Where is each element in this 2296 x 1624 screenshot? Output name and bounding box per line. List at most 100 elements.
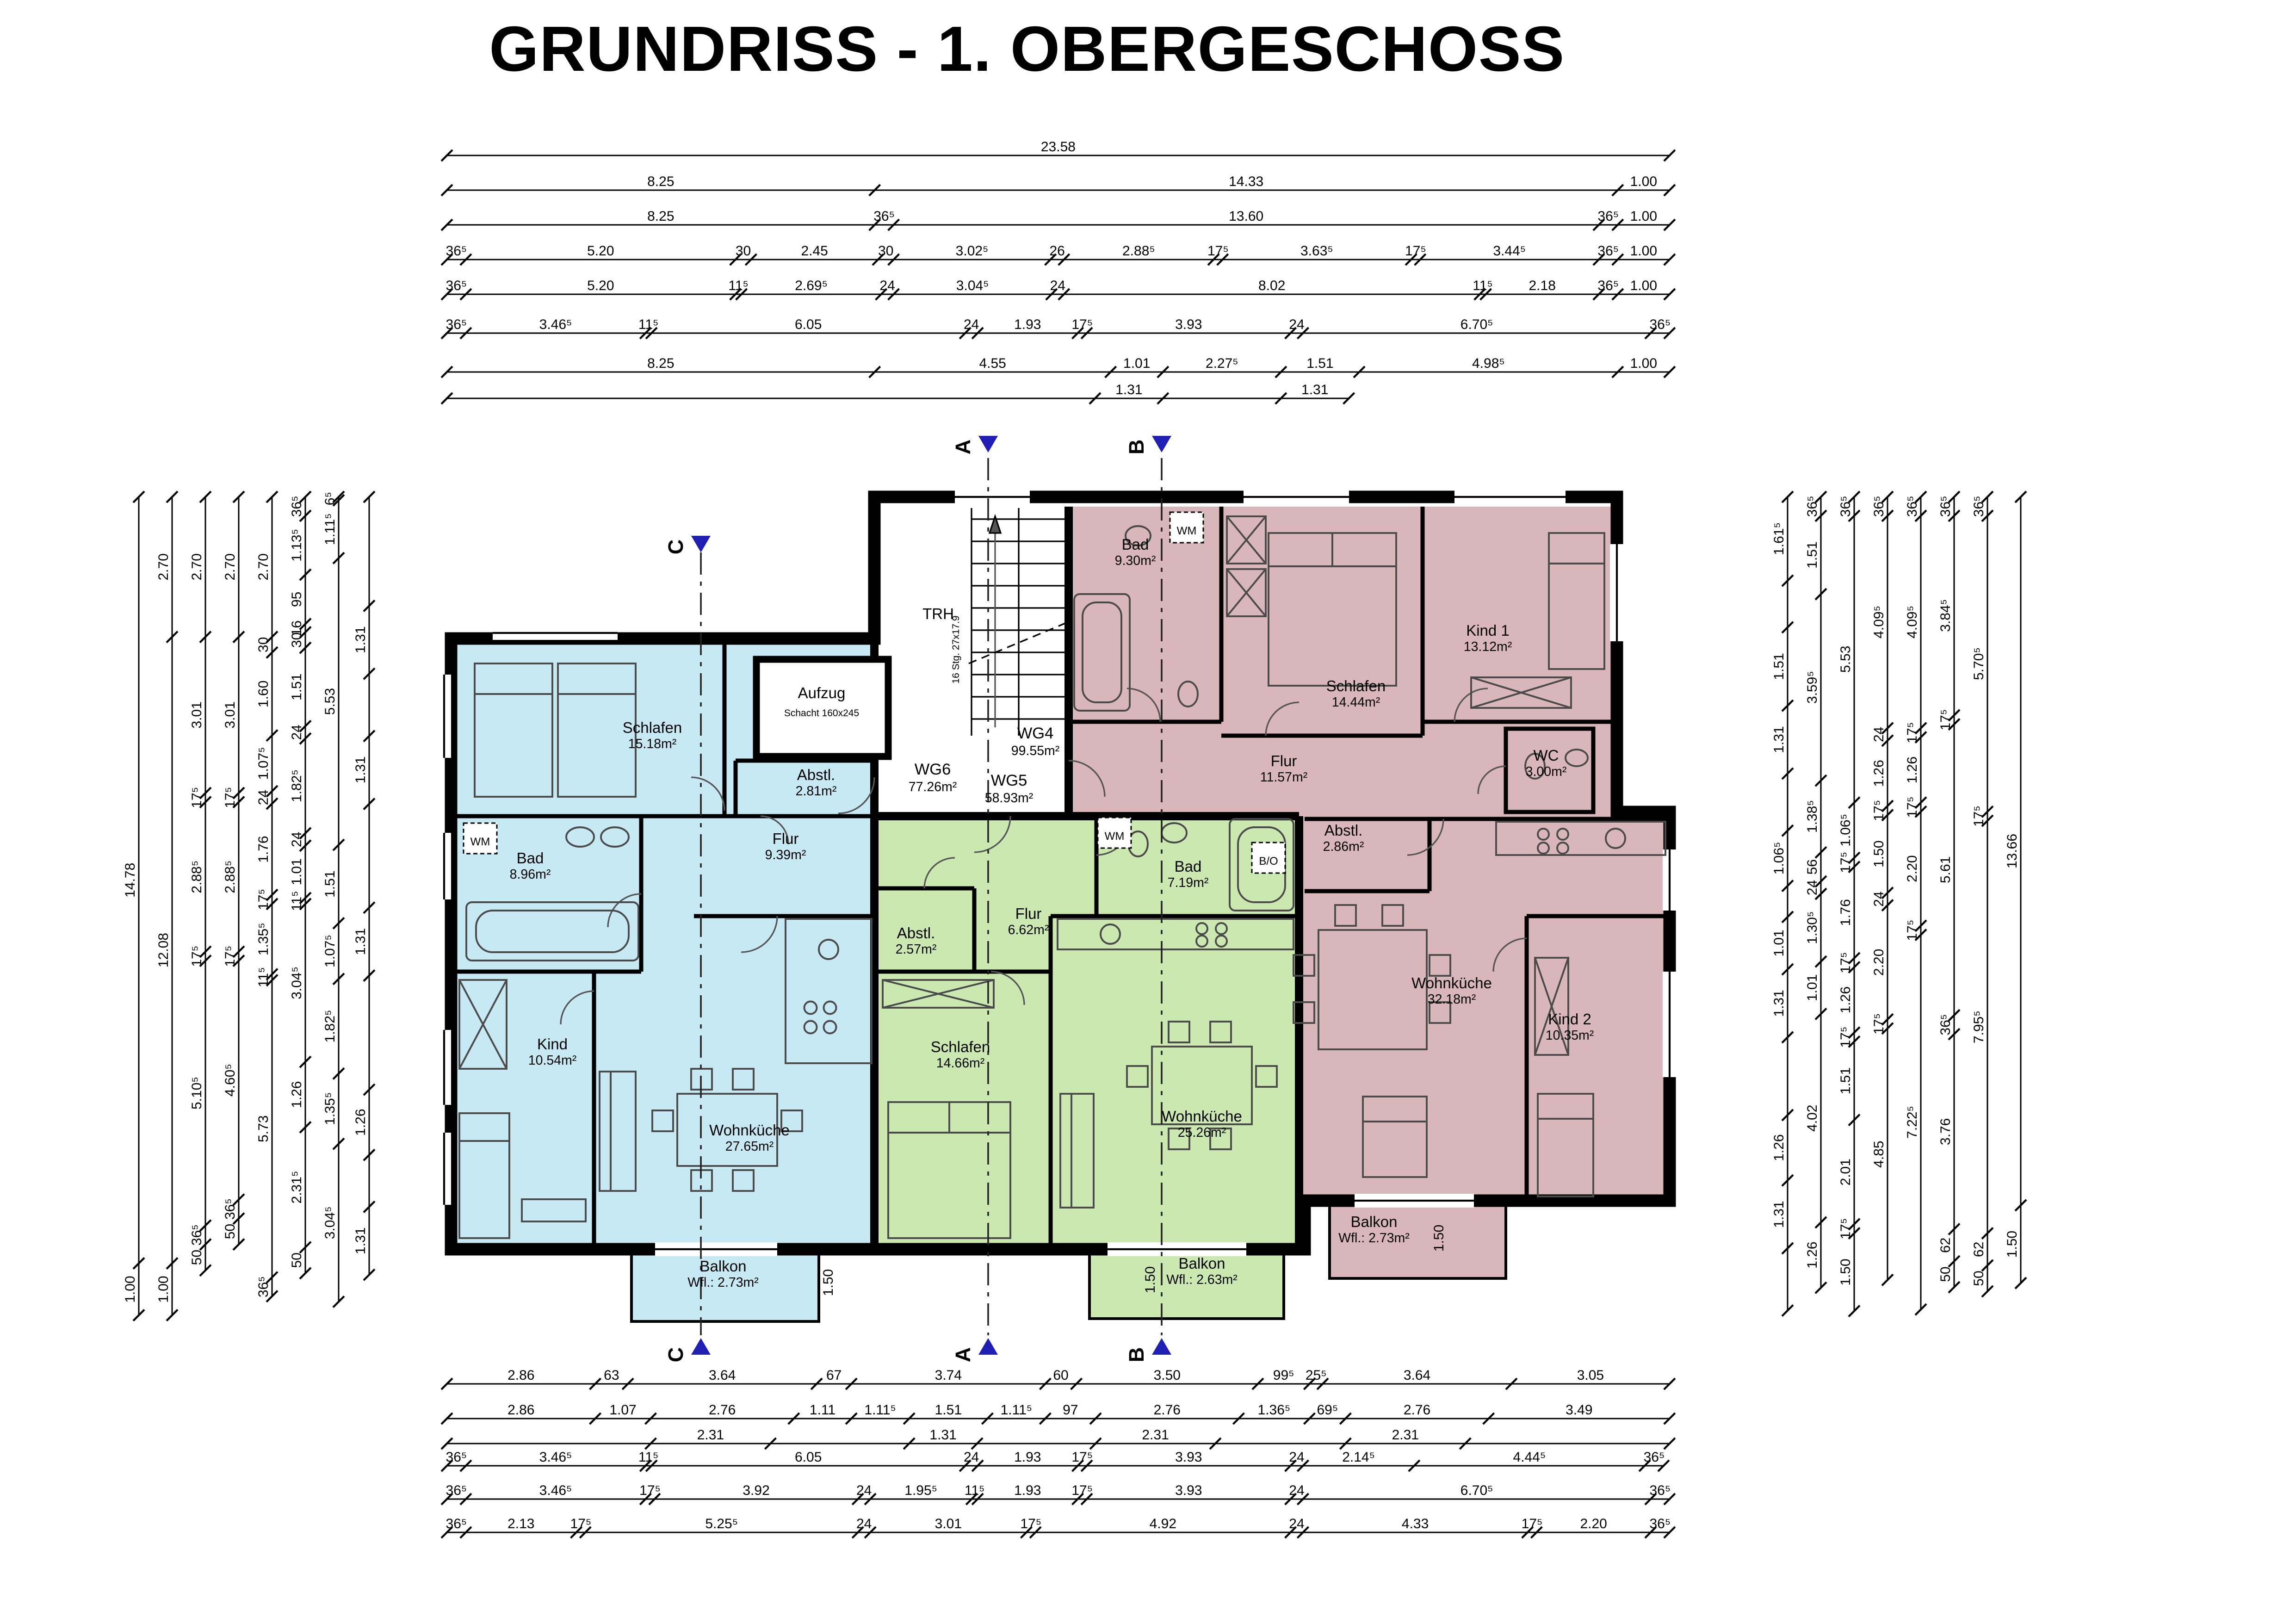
dim-tick (1781, 1242, 1794, 1255)
dim-label: 1.00 (1630, 243, 1657, 259)
dim-tick (1482, 1412, 1495, 1425)
room-name: WC (1534, 747, 1559, 764)
dim-tick (1080, 1459, 1093, 1472)
dim-label: 30 (878, 243, 893, 259)
dim-tick (459, 288, 472, 301)
elevator-label: Aufzug (798, 684, 846, 701)
dim-label: 3.63⁵ (1300, 243, 1333, 259)
dim-tick (1663, 253, 1676, 266)
dim-label: 2.45 (801, 243, 828, 259)
dim-label: 56 (1805, 859, 1820, 874)
apartment-area-wg4 (1069, 507, 1670, 1201)
dim-label: 12.08 (156, 933, 171, 967)
dim-tick (1275, 392, 1287, 405)
dim-label: 36⁵ (189, 1224, 204, 1246)
dim-tick (459, 1493, 472, 1506)
bed (458, 1112, 510, 1239)
dim-tick (1814, 846, 1827, 859)
dim-label: 1.31 (929, 1427, 956, 1443)
dim-label: 1.31 (353, 626, 368, 653)
dim-label: 6.70⁵ (1461, 317, 1493, 332)
dim-tick (299, 641, 312, 654)
dim-tick (2014, 1277, 2027, 1289)
dim-label: 36⁵ (1938, 1014, 1953, 1035)
section-marker-letter: C (664, 539, 687, 555)
dim-tick (299, 839, 312, 852)
dim-tick (639, 327, 652, 340)
stairwell-label: TRH (922, 605, 954, 622)
balcony-door (655, 1242, 777, 1256)
stair-cut-line (968, 621, 1069, 664)
dim-tick (959, 327, 972, 340)
dim-label: 24 (289, 725, 304, 740)
dim-tick (299, 490, 312, 503)
dim-tick (589, 1412, 602, 1425)
dim-tick (1848, 1227, 1861, 1240)
dim-tick (1232, 1412, 1245, 1425)
dim-tick (440, 1377, 453, 1390)
dim-label: 5.53 (322, 688, 338, 715)
dim-tick (644, 1412, 657, 1425)
dim-tick (875, 288, 888, 301)
dim-tick (1781, 574, 1794, 587)
dim-label: 2.70 (189, 553, 204, 580)
dim-tick (1914, 731, 1927, 744)
dim-label: 36⁵ (446, 317, 467, 332)
dim-tick (1848, 509, 1861, 522)
dim-tick (1881, 800, 1894, 812)
dim-tick (851, 1526, 864, 1539)
dim-tick (1089, 392, 1102, 405)
dim-tick (332, 1137, 345, 1150)
dim-label: 1.50 (1871, 840, 1887, 867)
dim-label: 14.78 (123, 863, 138, 898)
room-name: Schlafen (931, 1038, 990, 1055)
dim-tick (1644, 327, 1657, 340)
dim-label: 2.13 (507, 1516, 534, 1531)
room-name: Flur (773, 830, 799, 847)
dim-label: 2.20 (1580, 1516, 1607, 1531)
dim-tick (1781, 1174, 1794, 1187)
dim-label: 1.01 (1123, 356, 1150, 371)
dim-tick (332, 490, 345, 503)
dim-tick (166, 631, 179, 644)
window (493, 626, 618, 640)
dim-label: 13.66 (2005, 834, 2020, 868)
dim-label: 62 (1938, 1238, 1953, 1253)
dim-label: 50 (223, 1224, 238, 1239)
dim-label: 36⁵ (1644, 1450, 1665, 1465)
section-marker-letter: A (951, 1347, 975, 1363)
dim-label: 24 (1871, 727, 1887, 742)
dim-tick (232, 955, 245, 967)
dim-tick (1981, 1285, 1994, 1298)
dim-label: 16 (289, 620, 304, 636)
dim-tick (1814, 509, 1827, 522)
dim-tick (440, 253, 453, 266)
room-area: 8.96m² (510, 867, 551, 882)
dim-tick (868, 218, 881, 231)
dim-tick (1275, 366, 1287, 378)
dim-tick (1663, 1493, 1676, 1506)
room-name: Bad (517, 849, 544, 867)
dim-label: 4.09⁵ (1871, 606, 1887, 638)
dim-label: 24 (1289, 1483, 1304, 1498)
room-area: 10.54m² (528, 1053, 577, 1068)
dim-tick (1207, 253, 1220, 266)
dim-tick (1881, 899, 1894, 912)
room-label: Abstl.2.81m² (796, 766, 837, 799)
kitchen-counter (785, 918, 873, 1064)
dim-tick (1089, 1437, 1102, 1450)
dim-tick (299, 892, 312, 905)
dim-label: 1.01 (1771, 930, 1787, 956)
dim-tick (1781, 1031, 1794, 1044)
dim-label: 1.76 (256, 836, 271, 862)
dim-label: 1.35⁵ (256, 923, 271, 955)
balcony-door (1108, 1242, 1246, 1256)
dim-tick (1881, 1013, 1894, 1026)
dim-tick (1981, 490, 1994, 503)
